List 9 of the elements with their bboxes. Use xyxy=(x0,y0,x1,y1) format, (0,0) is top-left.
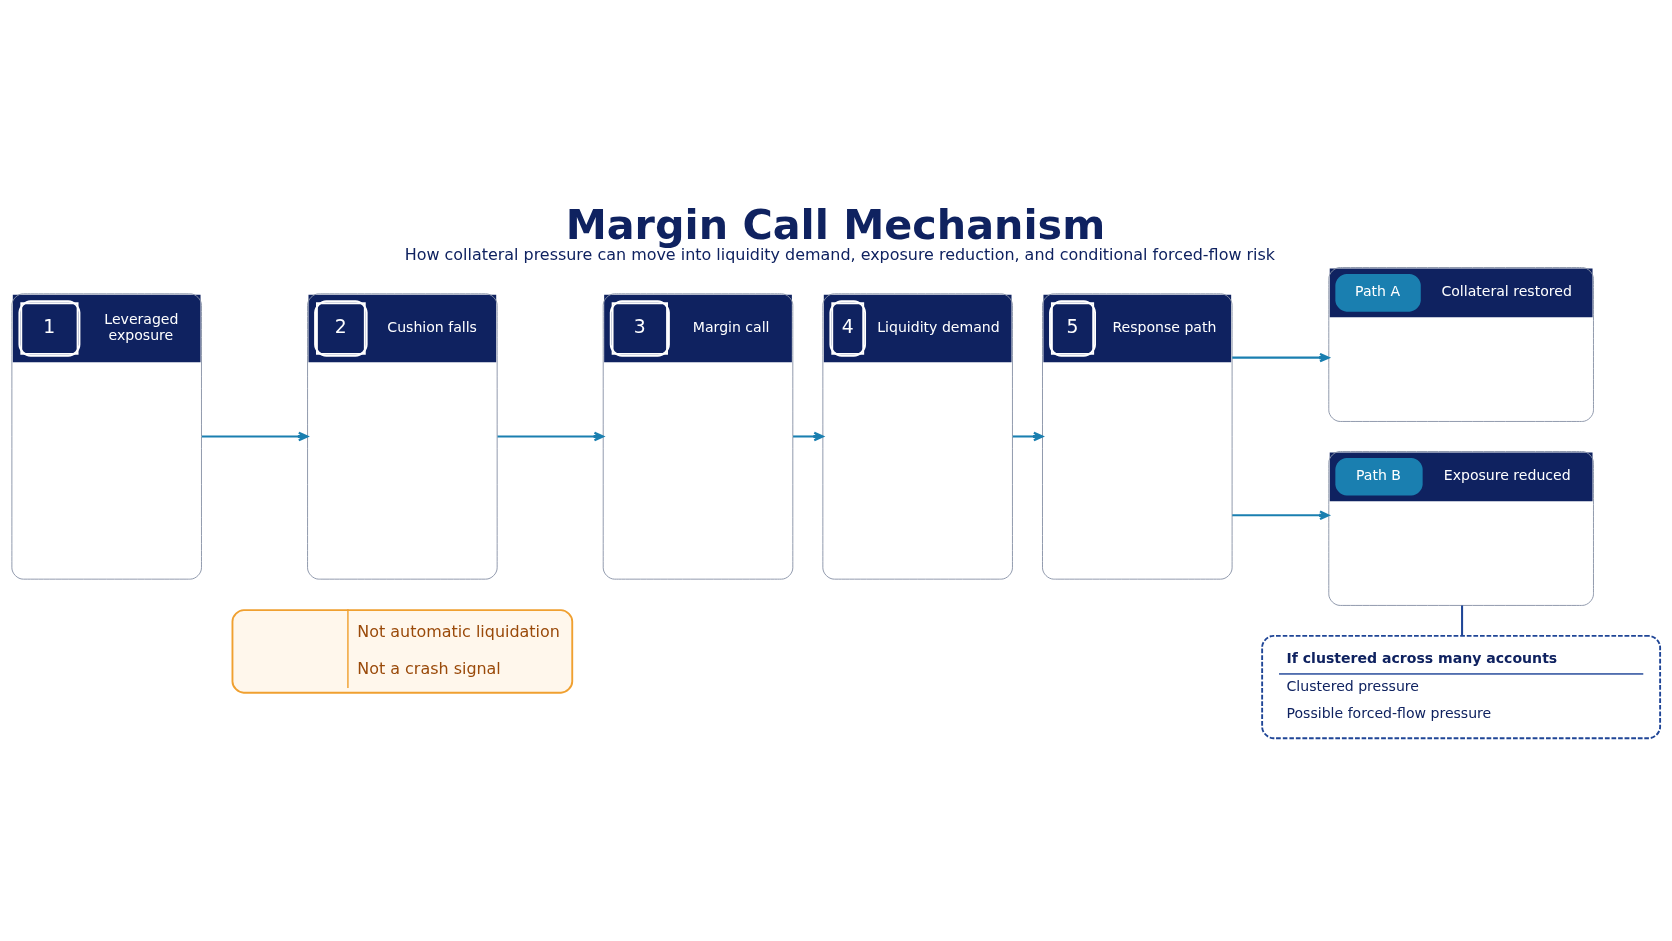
node-box: If clustered across many accounts Clustered pressure Possible forced-flow pressure xyxy=(1261,635,1662,740)
arrow xyxy=(497,431,605,442)
diagram-title: Margin Call Mechanism xyxy=(565,200,1106,249)
arrow xyxy=(1232,510,1330,521)
arrow xyxy=(201,431,309,442)
arrow xyxy=(793,431,824,442)
arrow xyxy=(1012,431,1044,442)
arrow xyxy=(1232,352,1330,363)
connector xyxy=(1461,605,1464,636)
